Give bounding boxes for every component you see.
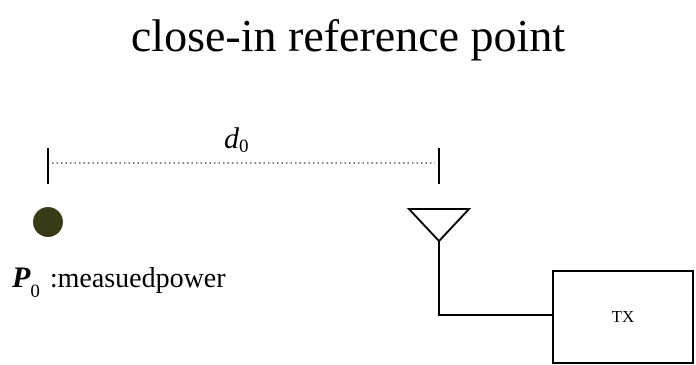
distance-subscript: 0 xyxy=(239,136,249,157)
transmitter-box xyxy=(552,270,694,364)
point-label: P0 :measuedpower xyxy=(11,261,226,302)
power-subscript: 0 xyxy=(30,281,40,302)
transmitter-label: TX xyxy=(612,307,635,326)
diagram-title: close-in reference point xyxy=(130,10,566,61)
antenna-feed-line xyxy=(438,241,553,316)
distance-symbol: d xyxy=(224,122,240,155)
power-symbol: P xyxy=(11,261,31,294)
reference-point-dot xyxy=(33,207,63,237)
distance-label: d0 xyxy=(224,122,249,157)
antenna-icon xyxy=(406,208,472,243)
power-description: :measuedpower xyxy=(50,263,226,294)
